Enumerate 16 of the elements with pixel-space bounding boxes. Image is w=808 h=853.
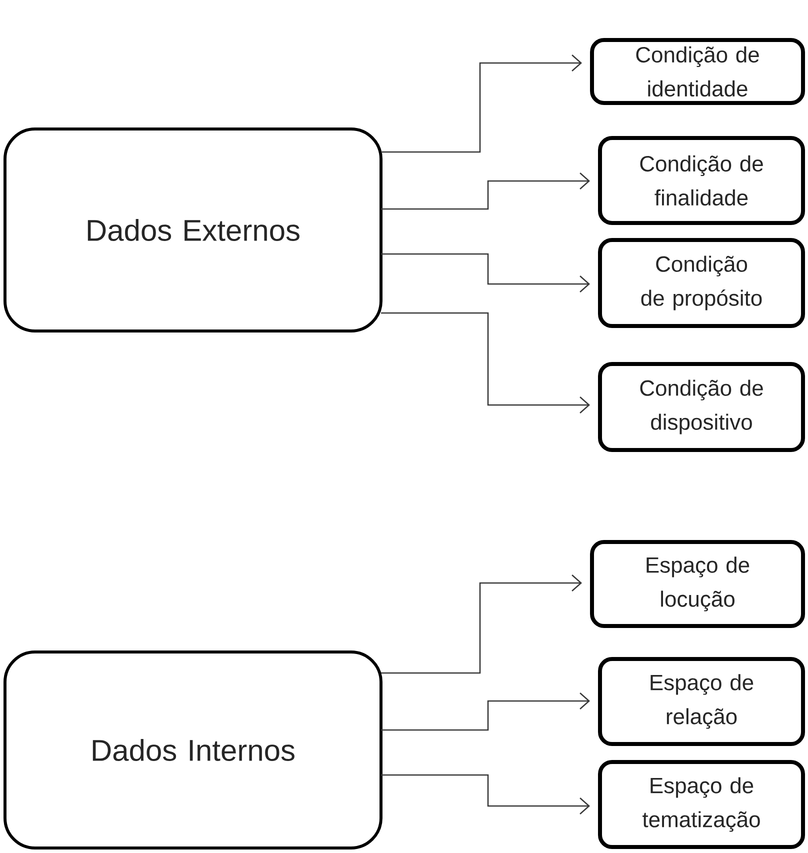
arrow bbox=[381, 692, 590, 731]
rounded-box: Condição de identidade bbox=[590, 38, 806, 105]
rounded-box: Espaço de locução bbox=[590, 540, 806, 628]
rounded-box: Condição de finalidade bbox=[598, 136, 806, 225]
arrow bbox=[381, 774, 590, 814]
arrow bbox=[381, 253, 590, 292]
rounded-box: Dados Externos bbox=[4, 127, 382, 332]
arrow bbox=[381, 312, 590, 414]
arrow bbox=[381, 172, 590, 210]
rounded-box: Espaço de tematização bbox=[598, 760, 806, 849]
rounded-box: Espaço de relação bbox=[598, 657, 806, 746]
rounded-box: Condição de dispositivo bbox=[598, 362, 806, 452]
arrow bbox=[381, 574, 582, 674]
arrow bbox=[381, 54, 582, 153]
rounded-box: Dados Internos bbox=[4, 650, 382, 850]
rounded-box: Condição de propósito bbox=[598, 238, 806, 328]
